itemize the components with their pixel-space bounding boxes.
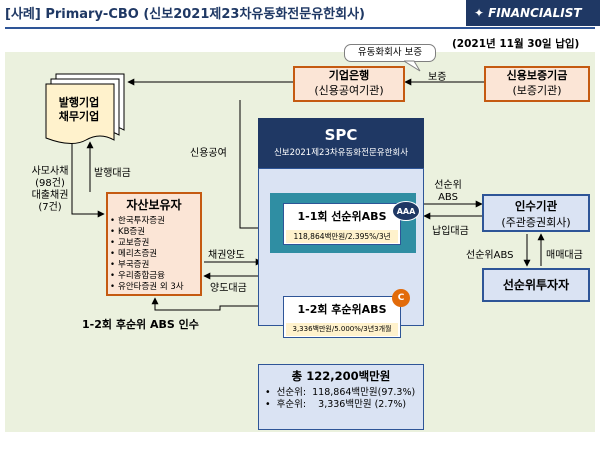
logo-text: FINANCIALIST [488, 6, 582, 20]
summary-total: 총 122,200백만원 [291, 369, 391, 383]
senior-abs-inner: 1-1회 선순위ABS 118,864백만원/2.395%/3년 [283, 203, 401, 245]
transfer-label: 채권양도 [208, 250, 245, 261]
asset-holder-item: 교보증권 [118, 238, 200, 249]
guarantor-box: 신용보증기금 (보증기관) [484, 66, 590, 102]
trade-price-label: 매매대금 [546, 250, 583, 261]
junior-rating-badge: C [392, 289, 410, 307]
senior-abs-investor-label: 선순위ABS [466, 250, 514, 261]
junior-take-arrow [151, 297, 283, 311]
spc-subtitle: 신보2021제23차유동화전문유한회사 [273, 148, 409, 158]
summary-senior: 선순위: 118,864백만원(97.3%) [276, 387, 416, 398]
underwriter-title: 인수기관 [514, 199, 558, 213]
junior-take-label: 1-2회 후순위 ABS 인수 [82, 318, 199, 331]
issuer-label: 발행기업 채무기업 [58, 96, 100, 123]
asset-holder-item: KB증권 [118, 227, 200, 238]
bank-box: 기업은행 (신용공여기관) [293, 66, 405, 102]
senior-rating-badge: AAA [392, 201, 420, 221]
bank-subtitle: (신용공여기관) [314, 84, 384, 97]
senior-abs-detail: 118,864백만원/2.395%/3년 [286, 230, 398, 243]
asset-holder-box: 자산보유자 한국투자증권 KB증권 교보증권 메리츠증권 부국증권 우리종합금융… [106, 192, 202, 296]
asset-holder-item: 우리종합금융 [118, 271, 200, 282]
bank-title: 기업은행 [328, 69, 370, 82]
callout-tail [404, 60, 421, 72]
bullet-icon: • [265, 387, 277, 398]
pay-in-label: 납입대금 [432, 226, 469, 237]
senior-abs-label: 선순위 ABS [434, 180, 462, 203]
financialist-logo: ✦FINANCIALIST [466, 0, 600, 26]
underwriter-subtitle: (주관증권회사) [501, 216, 571, 229]
asset-holder-item: 메리츠증권 [118, 249, 200, 260]
bonds-label: 사모사채 (98건) 대출채권 (7건) [31, 166, 69, 213]
document-stack-icon [45, 73, 125, 144]
page-title: [사례] Primary-CBO (신보2021제23차유동화전문유한회사) [5, 7, 365, 22]
header-divider [5, 27, 595, 29]
asset-holder-list: 한국투자증권 KB증권 교보증권 메리츠증권 부국증권 우리종합금융 유안타증권… [108, 216, 200, 293]
bullet-icon: • [265, 399, 277, 410]
guarantor-title: 신용보증기금 [506, 69, 568, 82]
issue-price-label: 발행대금 [94, 168, 131, 179]
credit-label: 신용공여 [190, 148, 227, 159]
asset-holder-title: 자산보유자 [126, 198, 182, 212]
summary-line: • 후순위: 3,336백만원 (2.7%) [265, 399, 423, 411]
guarantor-subtitle: (보증기관) [512, 84, 562, 97]
junior-abs-box: 1-2회 후순위ABS 3,336백만원/5.000%/3년3개월 [283, 296, 401, 338]
spc-title: SPC [324, 126, 358, 144]
summary-junior: 후순위: 3,336백만원 (2.7%) [276, 399, 407, 410]
issuance-summary: 총 122,200백만원 • 선순위: 118,864백만원(97.3%) • … [258, 364, 424, 430]
spc-header: SPC 신보2021제23차유동화전문유한회사 [258, 118, 424, 168]
asset-holder-item: 부국증권 [118, 260, 200, 271]
star-icon: ✦ [474, 6, 485, 20]
issuer-document-stack [44, 70, 128, 146]
summary-line: • 선순위: 118,864백만원(97.3%) [265, 387, 423, 399]
guarantee-label: 보증 [428, 72, 447, 83]
guarantee-callout: 유동화회사 보증 [344, 44, 436, 62]
senior-abs-title: 1-1회 선순위ABS [297, 210, 387, 223]
underwriter-box: 인수기관 (주관증권회사) [482, 194, 590, 232]
junior-abs-detail: 3,336백만원/5.000%/3년3개월 [286, 323, 398, 336]
junior-abs-title: 1-2회 후순위ABS [297, 303, 387, 316]
asset-holder-item: 한국투자증권 [118, 216, 200, 227]
senior-investor-box: 선순위투자자 [482, 268, 590, 302]
issue-date: (2021년 11월 30일 납입) [452, 38, 580, 50]
bonds-arrow [71, 142, 105, 218]
transfer-price-label: 양도대금 [210, 283, 247, 294]
asset-holder-item: 유안타증권 외 3사 [118, 282, 200, 293]
